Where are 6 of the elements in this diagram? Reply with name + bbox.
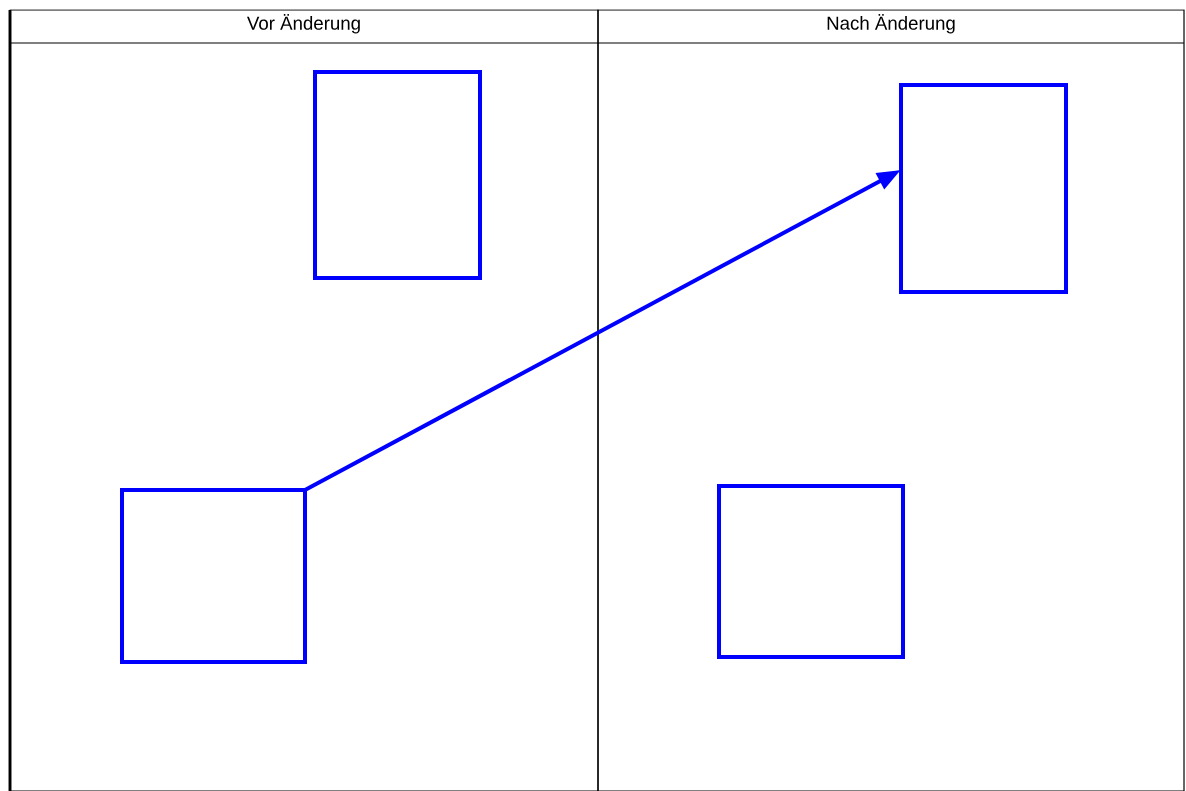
rectangle	[120, 488, 307, 664]
table-column: Nach Änderung	[597, 9, 1185, 791]
rectangle	[899, 83, 1068, 294]
table-column: Vor Änderung	[8, 9, 599, 791]
rectangle	[717, 484, 905, 659]
rectangle	[313, 70, 482, 280]
